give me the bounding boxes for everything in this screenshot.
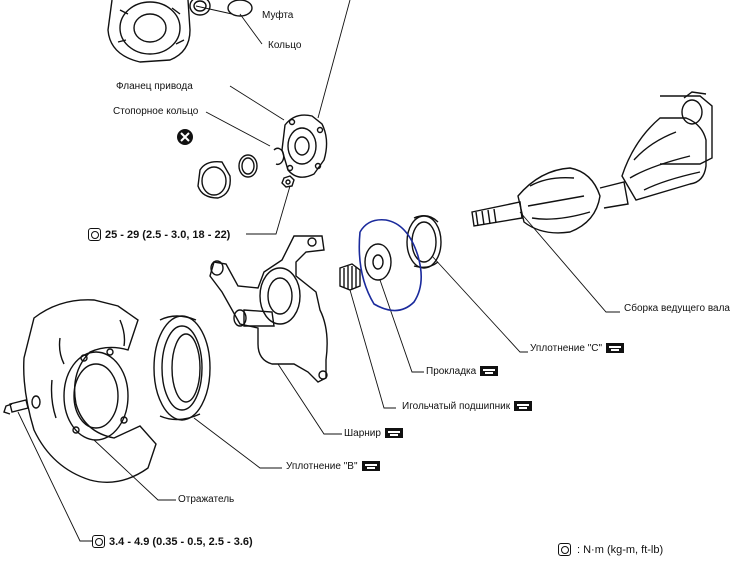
grease-badge-icon [514, 401, 533, 412]
blue-hand-circle [358, 218, 422, 312]
baffle-part [23, 299, 157, 483]
units-legend: : N·m (kg-m, ft-lb) [558, 543, 663, 556]
torque-spec-baffle-text: 3.4 - 4.9 (0.35 - 0.5, 2.5 - 3.6) [109, 535, 253, 548]
label-spacer: Прокладка [426, 366, 499, 378]
label-knuckle-text: Шарнир [344, 428, 381, 439]
coupling-part [107, 0, 211, 63]
torque-wrench-icon [92, 535, 105, 548]
grease-cap [197, 160, 231, 199]
label-seal-b: Уплотнение "В" [286, 461, 380, 473]
x-circle-icon [177, 129, 193, 145]
label-drive-flange: Фланец привода [116, 81, 193, 92]
label-needle-bearing: Игольчатый подшипник [402, 401, 533, 413]
units-legend-text: : N·m (kg-m, ft-lb) [577, 543, 664, 556]
drive-flange-part [281, 114, 328, 178]
coupling-ring [227, 0, 253, 17]
grease-badge-icon [606, 343, 625, 354]
torque-wrench-icon [88, 228, 101, 241]
grease-badge-icon [361, 461, 380, 472]
torque-spec-baffle: 3.4 - 4.9 (0.35 - 0.5, 2.5 - 3.6) [92, 535, 253, 548]
torque-spec-flange: 25 - 29 (2.5 - 3.0, 18 - 22) [88, 228, 230, 241]
snap-ring-part [273, 147, 285, 166]
label-seal-b-text: Уплотнение "В" [286, 461, 358, 472]
flange-nut [281, 175, 295, 188]
label-baffle: Отражатель [178, 494, 235, 505]
label-ring: Кольцо [268, 40, 302, 51]
o-ring [238, 154, 258, 178]
grease-badge-icon [480, 366, 499, 377]
leader-lines [17, 0, 620, 542]
torque-wrench-icon [558, 543, 571, 556]
label-snap-ring: Стопорное кольцо [113, 106, 199, 117]
knuckle-part [209, 235, 328, 383]
driveshaft-part [471, 91, 713, 234]
baffle-bolt-part [3, 395, 41, 415]
label-seal-c: Уплотнение "С" [530, 343, 625, 355]
grease-badge-icon [384, 428, 403, 439]
label-needle-bearing-text: Игольчатый подшипник [402, 401, 511, 412]
torque-spec-flange-text: 25 - 29 (2.5 - 3.0, 18 - 22) [105, 228, 231, 241]
seal-b-part [153, 315, 211, 421]
label-knuckle: Шарнир [344, 428, 403, 440]
label-seal-c-text: Уплотнение "С" [530, 343, 603, 354]
label-coupling: Муфта [262, 10, 294, 21]
spacer-part [364, 243, 392, 281]
label-spacer-text: Прокладка [426, 366, 477, 377]
label-driveshaft-assembly: Сборка ведущего вала [624, 303, 730, 314]
needle-bearing-part [339, 263, 361, 291]
